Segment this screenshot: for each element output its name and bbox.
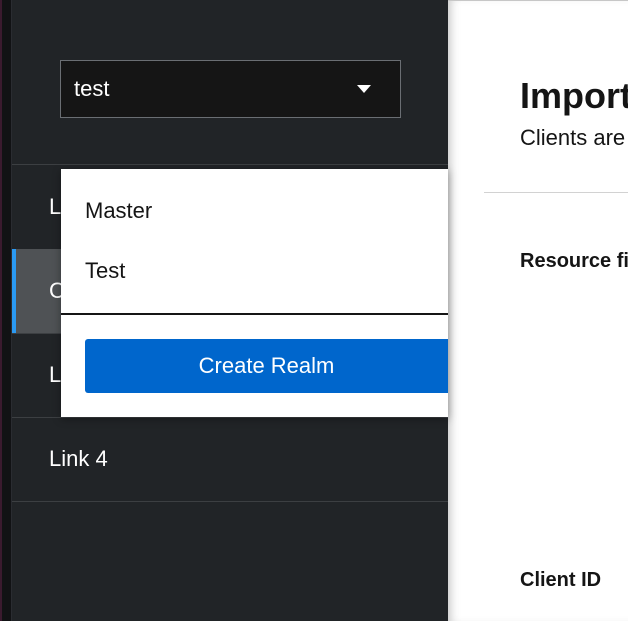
realm-option-label: Master	[85, 198, 153, 223]
sidebar-item-label: Link 4	[49, 446, 108, 471]
title-divider	[484, 192, 628, 193]
dropdown-separator	[61, 313, 448, 315]
realm-option-label: Test	[85, 258, 126, 283]
page-title: Import client	[520, 75, 628, 116]
caret-down-icon	[357, 85, 371, 93]
realm-selector-value: test	[74, 76, 110, 101]
create-realm-button[interactable]: Create Realm	[85, 339, 448, 393]
sidebar-item-link-4[interactable]: Link 4	[12, 417, 448, 501]
nav-divider	[12, 164, 448, 165]
resource-file-label: Resource file	[520, 250, 628, 272]
create-realm-label: Create Realm	[198, 353, 335, 378]
page-subtitle: Clients are applications and services th…	[520, 125, 628, 150]
main-content: Import client Clients are applications a…	[448, 0, 628, 621]
nav-divider	[12, 501, 448, 502]
realm-option-master[interactable]: Master	[61, 181, 448, 241]
window-edge	[0, 0, 12, 621]
nav-divider	[12, 417, 448, 418]
client-id-label: Client ID	[520, 569, 602, 591]
realm-option-test[interactable]: Test	[61, 241, 448, 301]
realm-selector[interactable]: test	[60, 60, 401, 118]
realm-dropdown-menu: Master Test Create Realm	[61, 169, 448, 417]
